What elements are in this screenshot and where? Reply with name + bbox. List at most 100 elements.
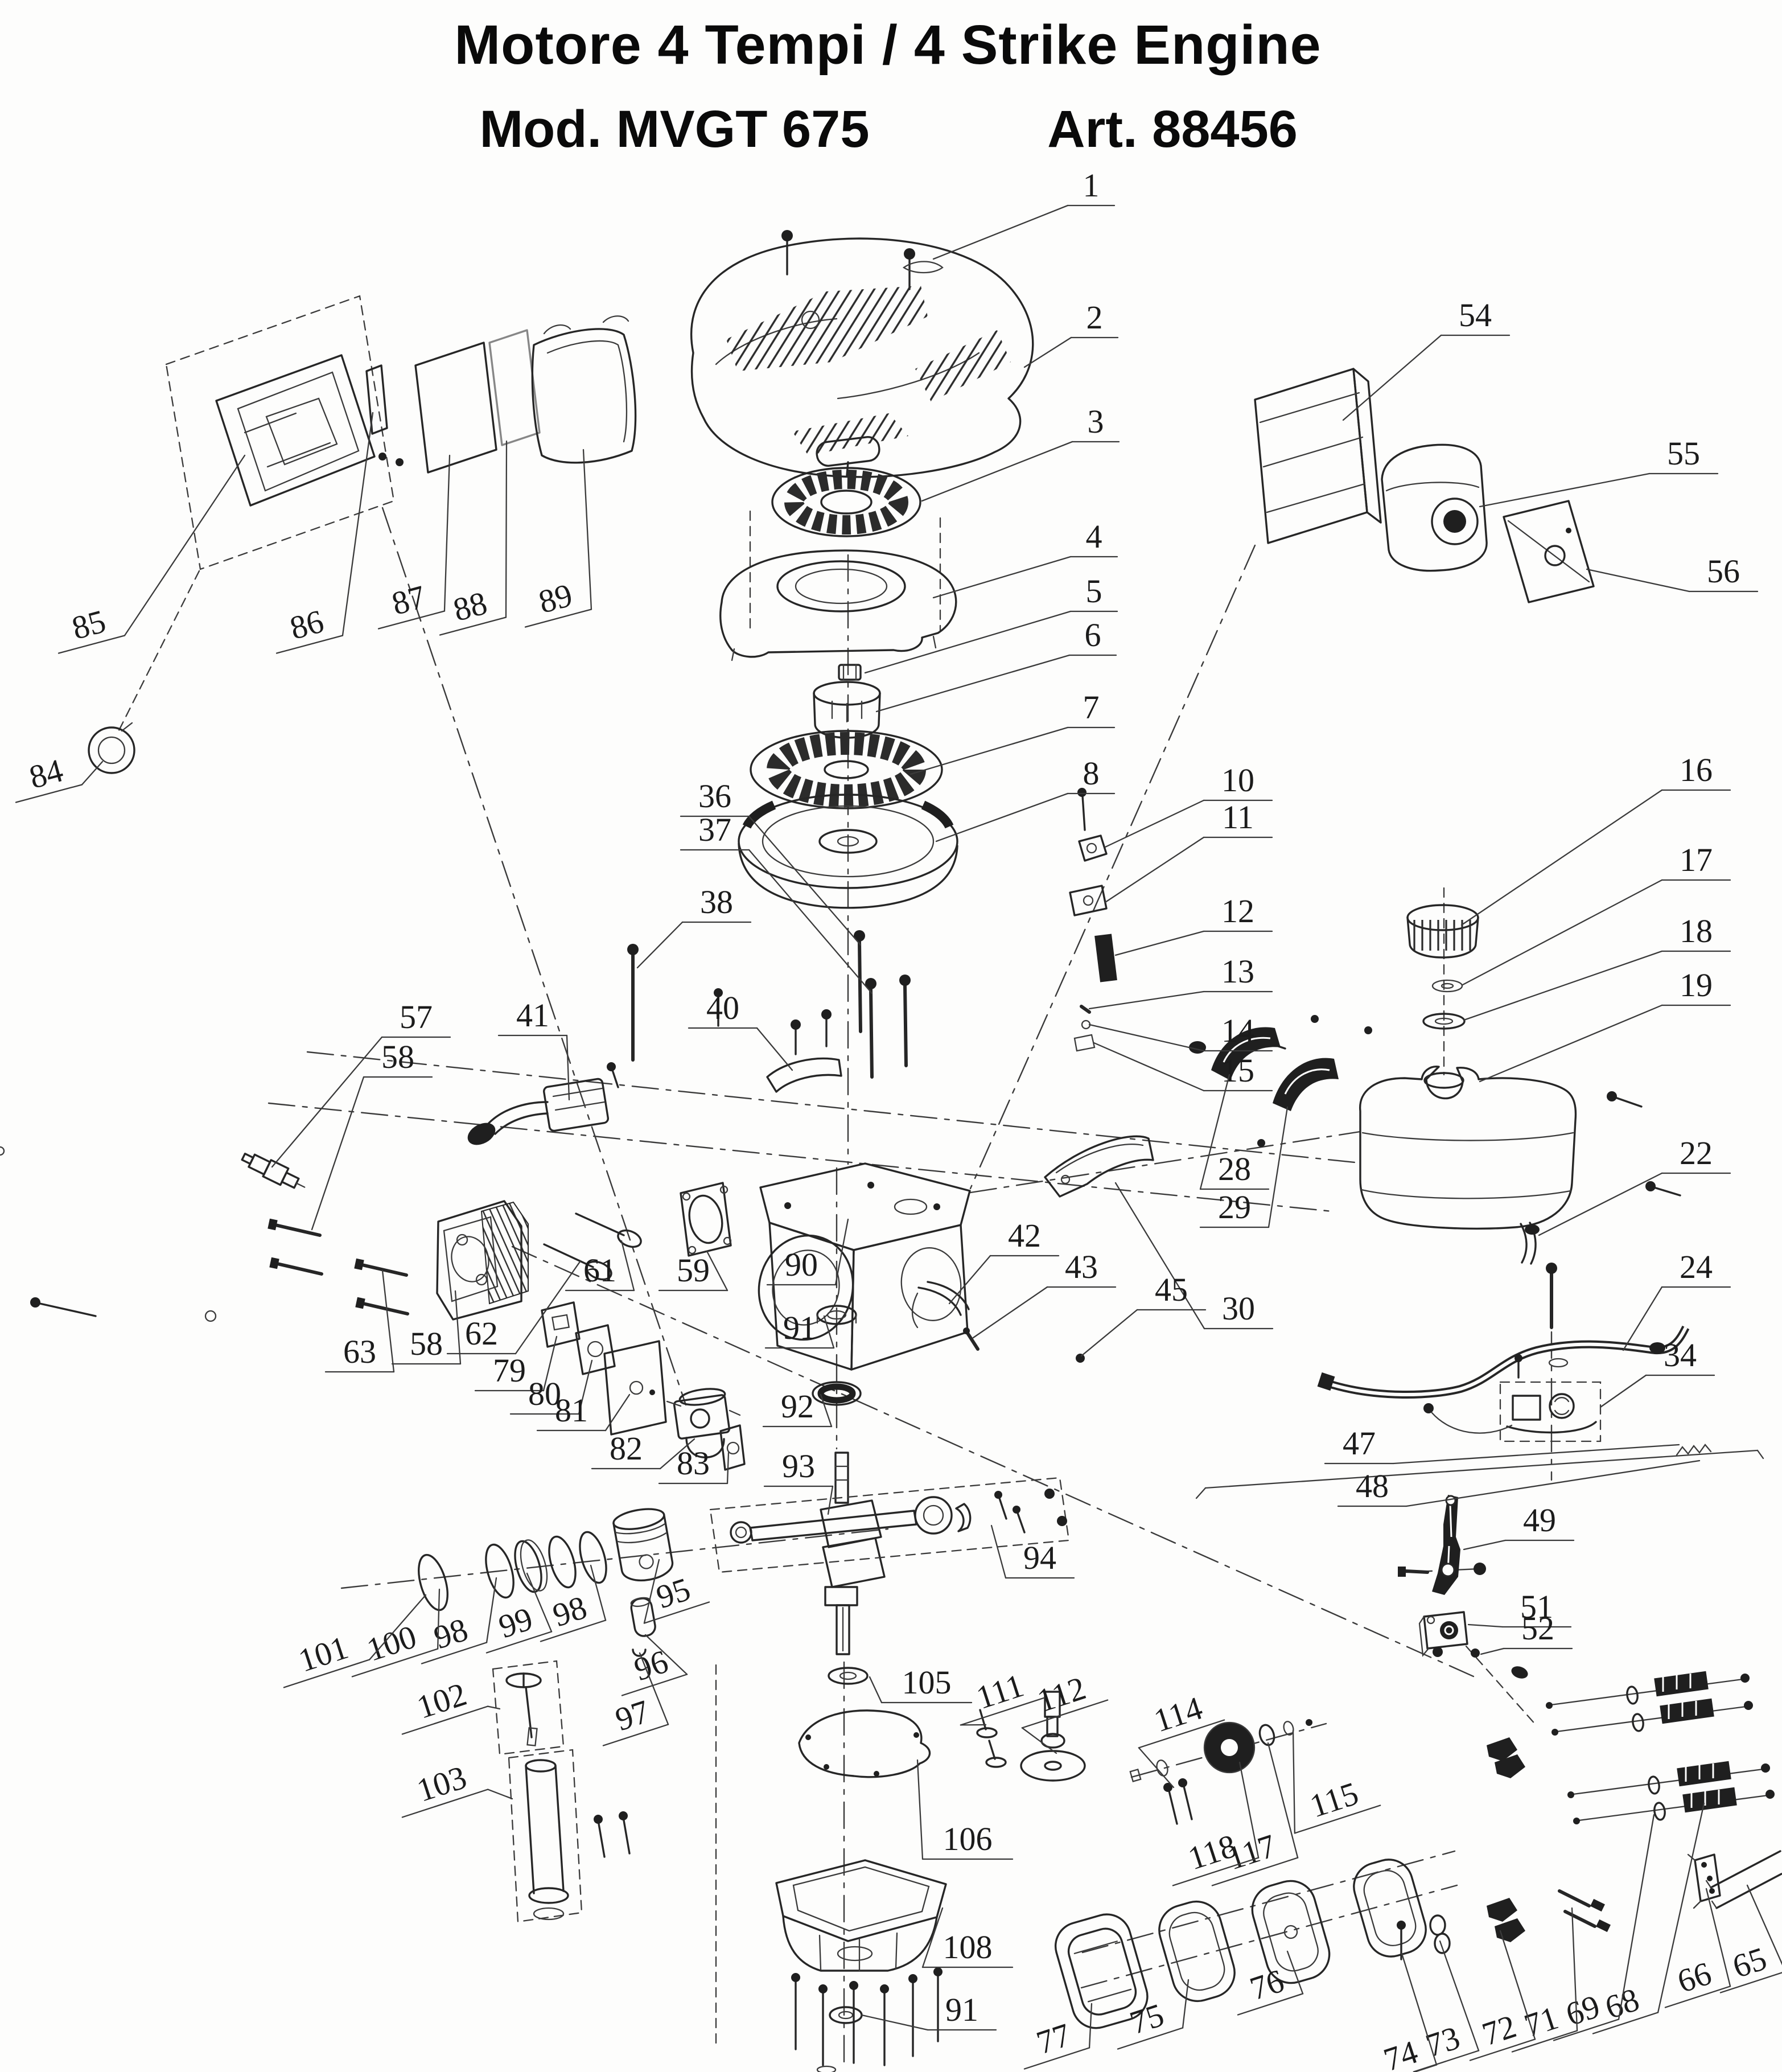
callout-48: 48 (1337, 1460, 1701, 1507)
leader-line (454, 1290, 462, 1365)
part-number-38: 38 (700, 883, 733, 920)
callout-14: 14 (1088, 1012, 1273, 1052)
callout-84: 84 (15, 751, 104, 803)
part-number-41: 41 (516, 997, 549, 1034)
label-underline (643, 1601, 710, 1624)
callout-12: 12 (1114, 893, 1273, 956)
callout-7: 7 (909, 689, 1116, 775)
leader-line (542, 1335, 558, 1392)
part-number-5: 5 (1086, 573, 1102, 610)
label-underline (421, 1642, 488, 1664)
callout-87: 87 (377, 454, 451, 630)
callout-85: 85 (57, 454, 246, 654)
leader-line (590, 1564, 607, 1621)
part-number-114: 114 (1150, 1689, 1207, 1739)
governor-arm-49 (1398, 1495, 1486, 1595)
air-baffle-30 (0, 1135, 1154, 1198)
callout-38: 38 (636, 883, 752, 969)
part-number-45: 45 (1155, 1271, 1188, 1308)
part-number-29: 29 (1218, 1189, 1251, 1226)
callout-79: 79 (474, 1335, 558, 1392)
callout-19: 19 (1479, 967, 1731, 1083)
part-number-15: 15 (1221, 1052, 1254, 1089)
part-number-112: 112 (1033, 1669, 1090, 1719)
leader-line (1392, 1444, 1680, 1465)
leader-line (972, 1286, 1048, 1339)
label-underline (275, 635, 344, 654)
leader-line (921, 441, 1073, 502)
callout-59: 59 (658, 1250, 729, 1292)
leader-line (1460, 789, 1663, 926)
leader-line (909, 726, 1069, 775)
leader-line (1463, 1539, 1507, 1551)
part-number-8: 8 (1083, 755, 1100, 792)
label-underline (1138, 1719, 1225, 1749)
part-number-49: 49 (1523, 1502, 1556, 1539)
label-underline (1211, 1857, 1299, 1886)
part-number-83: 83 (677, 1445, 710, 1482)
part-number-37: 37 (698, 811, 731, 848)
label-underline (351, 1648, 439, 1678)
leader-line (1439, 1940, 1480, 2052)
label-underline (1592, 2012, 1659, 2034)
callout-94: 94 (990, 1524, 1075, 1579)
part-number-92: 92 (781, 1388, 814, 1425)
callout-17: 17 (1462, 841, 1731, 986)
spark-plug-57 (241, 1153, 306, 1189)
part-number-58: 58 (410, 1325, 443, 1362)
construction-lines (117, 507, 1553, 2066)
callout-63: 63 (324, 1269, 395, 1373)
leader-line (582, 449, 592, 610)
part-number-100: 100 (363, 1618, 421, 1668)
part-number-85: 85 (68, 602, 110, 647)
leader-line (368, 1594, 427, 1660)
label-underline (1553, 2018, 1620, 2041)
part-number-59: 59 (677, 1252, 710, 1289)
leader-line (935, 792, 1069, 842)
part-number-61: 61 (583, 1252, 616, 1289)
oil-seal-91-bearing-92 (812, 1305, 862, 1406)
part-number-54: 54 (1459, 297, 1492, 334)
callout-22: 22 (1538, 1134, 1731, 1236)
leader-line (487, 1789, 513, 1800)
leader-line (1093, 1042, 1205, 1092)
leader-line (1538, 1172, 1663, 1236)
leader-line (1104, 799, 1205, 848)
label-underline (602, 1724, 669, 1746)
leader-line (748, 815, 862, 946)
callout-40: 40 (688, 989, 793, 1071)
part-number-58: 58 (381, 1038, 414, 1075)
leader-line (526, 1572, 553, 1633)
label-underline (960, 1696, 1047, 1726)
callout-108: 108 (921, 1907, 1014, 1968)
leader-line (437, 1588, 441, 1650)
label-underline (1511, 2030, 1578, 2053)
oil-sensor-34 (1423, 1263, 1602, 1442)
leader-line (1267, 1742, 1299, 1859)
callout-13: 13 (1088, 953, 1273, 1010)
leader-line (1480, 1647, 1505, 1655)
callout-2: 2 (1023, 299, 1119, 368)
callout-62: 62 (446, 1260, 582, 1355)
part-number-52: 52 (1521, 1610, 1554, 1647)
leader-line (1499, 1930, 1536, 2040)
callout-5: 5 (864, 573, 1118, 674)
part-number-4: 4 (1086, 518, 1102, 555)
label-underline (377, 610, 446, 630)
label-underline (1023, 2047, 1090, 2070)
part-number-84: 84 (26, 751, 67, 796)
leader-line (990, 1524, 1007, 1579)
leader-line (578, 1359, 593, 1415)
sump-group (775, 1667, 947, 2072)
callout-80: 80 (509, 1359, 593, 1415)
leader-line (834, 1218, 849, 1286)
air-filter-assembly (88, 295, 637, 774)
callout-83: 83 (658, 1445, 730, 1485)
callout-52: 52 (1480, 1610, 1573, 1655)
leader-line (643, 1559, 660, 1624)
part-number-28: 28 (1218, 1150, 1251, 1187)
crankshaft-93 (820, 1452, 886, 1655)
leader-line (1657, 1802, 1705, 2013)
callout-55: 55 (1479, 435, 1719, 508)
label-underline (540, 1619, 607, 1642)
